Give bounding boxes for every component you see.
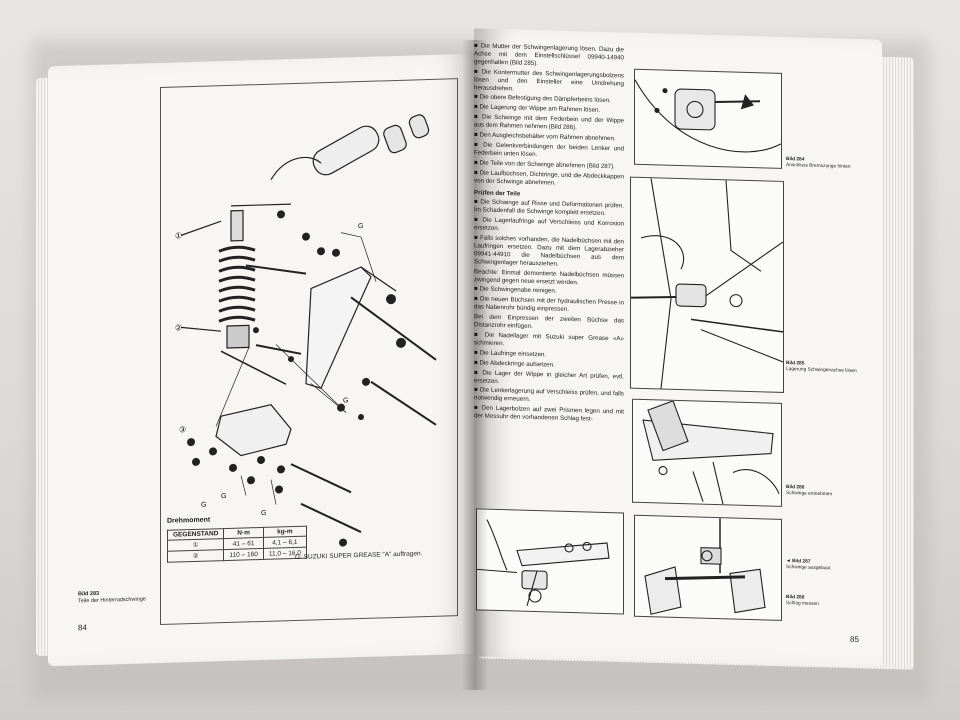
paragraph: ■ Falls solches vorhanden, die Nadelbüch… — [474, 234, 624, 268]
figure-287-caption: ◄ Bild 287 Schwinge ausgebaut — [786, 559, 876, 573]
callout-g-4: G — [261, 510, 266, 517]
figure-caption-text: Anschluss Bremszange hinten — [786, 162, 851, 170]
paragraph: ■ Die Mutter der Schwingenlagerung lösen… — [474, 42, 624, 67]
callout-1: ① — [175, 231, 182, 240]
figure-284-caption: Bild 284 Anschluss Bremszange hinten — [786, 157, 876, 171]
figure-285-caption: Bild 285 Lagerung Schwingenachse lösen — [786, 361, 876, 375]
paragraph: ■ Die Schwinge auf Risse und Deformation… — [474, 198, 624, 218]
paragraph: ■ Die Lenkerlagerung auf Verschleiss prü… — [474, 386, 624, 404]
paragraph: ■ Die Kontermutter des Schwingenlagerung… — [474, 68, 624, 92]
figure-284-caliper — [634, 68, 782, 169]
figure-caption-text: Schlag messen — [786, 600, 819, 607]
paragraph: ■ Die Lagerlaufringe auf Verschleiss und… — [474, 217, 624, 233]
figure-caption-text: Lagerung Schwingenachse lösen — [786, 366, 857, 374]
torque-title: Drehmoment — [167, 516, 211, 525]
figure-caption-text: Teile der Hinterradschwinge — [78, 595, 146, 604]
figure-caption-left: Bild 283 Teile der Hinterradschwinge — [78, 589, 146, 604]
paragraph: ■ Die Nadellager mit Suzuki super Grease… — [474, 331, 624, 348]
figure-288-runout-gauge — [634, 514, 782, 621]
paragraph: Beachte: Einmal demontierte Nadelbüchsen… — [474, 267, 624, 286]
book-gutter — [462, 40, 488, 690]
paragraph: Bei dem Einpressen der zweiten Büchse da… — [474, 313, 624, 331]
callout-3: ③ — [179, 425, 186, 434]
figure-286-caption: Bild 286 Schwinge entnehmen — [786, 485, 876, 499]
callout-2: ② — [175, 323, 182, 332]
page-number-right: 85 — [850, 634, 859, 645]
callout-g-5: G — [201, 502, 206, 509]
paragraph: ■ Die Laufbüchsen, Dichtringe, und die A… — [474, 168, 624, 187]
paragraph: ■ Die Lager der Wippe in gleicher Art pr… — [474, 369, 624, 385]
instruction-text-column: ■ Die Mutter der Schwingenlagerung lösen… — [474, 42, 624, 426]
figure-288-caption: Bild 288 Schlag messen — [786, 595, 876, 609]
left-page: G G G G G ① ② ③ Drehmoment GEGENSTAND N·… — [48, 53, 474, 667]
right-page: ■ Die Mutter der Schwingenlagerung lösen… — [474, 28, 882, 668]
paragraph: ■ Die neuen Büchsen mit der hydraulische… — [474, 295, 624, 314]
figure-285-pivot — [630, 176, 784, 393]
torque-table: GEGENSTAND N·m kg-m ① 41 – 61 4,1 – 6,1 … — [167, 526, 307, 563]
callout-g-1: G — [358, 223, 363, 230]
brake-caliper-illustration — [476, 508, 624, 615]
paragraph: ■ Die Gelenkverbindungen der beiden Lenk… — [474, 141, 624, 158]
figure-caption-text: Schwinge entnehmen — [786, 490, 833, 497]
callout-g-2: G — [343, 397, 348, 404]
paragraph: ■ Die Schwinge mit dem Federbein und der… — [474, 113, 624, 132]
torque-cell: 110 – 160 — [223, 548, 264, 561]
page-number-left: 84 — [78, 623, 87, 633]
exploded-diagram-frame: G G G G G ① ② ③ Drehmoment GEGENSTAND N·… — [160, 78, 458, 625]
swingarm-exploded-diagram: G G G G G ① ② ③ — [175, 114, 437, 547]
torque-cell: ② — [167, 549, 224, 563]
figure-286-remove-swingarm — [632, 398, 782, 507]
callout-g-3: G — [221, 493, 226, 500]
figure-caption-text: Schwinge ausgebaut — [786, 564, 831, 571]
paragraph: ■ Den Lagerbolzen auf zwei Prismen legen… — [474, 404, 624, 423]
